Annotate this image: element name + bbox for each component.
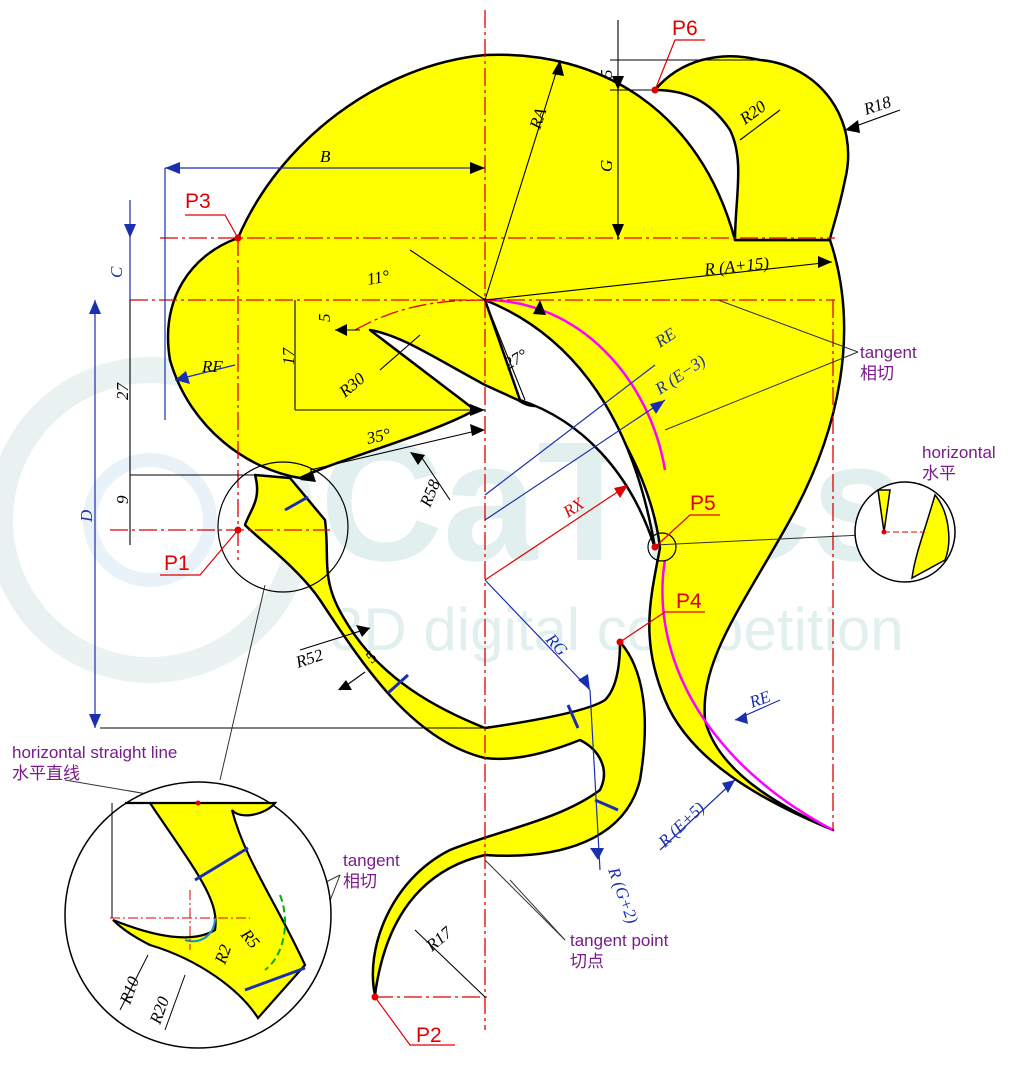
- arc-re-top: [484, 298, 667, 471]
- arrowheads: [300, 60, 860, 690]
- note-tangent2-en: tangent: [343, 851, 400, 870]
- label-p2: P2: [416, 1024, 442, 1047]
- detail-circle-p5: [647, 532, 677, 562]
- note-horizontal-cn: 水平: [922, 464, 956, 483]
- dim-27: 27: [113, 382, 132, 401]
- arrowheads-red: [614, 485, 628, 498]
- zoom-circle-right: [854, 481, 956, 583]
- dim-re-bottom: RE: [746, 687, 774, 713]
- note-hline-cn: 水平直线: [12, 764, 80, 783]
- zoom-circle-left: [64, 781, 332, 1049]
- note-tangent-point-cn: 切点: [570, 952, 604, 971]
- note-tangent-point-en: tangent point: [570, 931, 669, 950]
- dim-angle-35: 35°: [364, 424, 392, 448]
- dim-17: 17: [279, 347, 298, 366]
- dim-5-left: 5: [315, 314, 334, 323]
- dimension-lines-black: [100, 20, 901, 998]
- label-p4: P4: [676, 590, 702, 613]
- dimension-lines-red: [484, 484, 629, 581]
- point-leaders: [160, 39, 720, 1046]
- dim-5-top: 5: [597, 70, 616, 79]
- label-p3: P3: [185, 190, 211, 213]
- arc-re-bottom: [661, 559, 834, 832]
- dim-r17: R17: [422, 922, 457, 956]
- strand-shape: [243, 473, 647, 997]
- dim-g: G: [597, 160, 616, 172]
- note-horizontal-en: horizontal: [922, 443, 996, 462]
- dim-rf: RF: [201, 357, 223, 376]
- dim-b: B: [320, 147, 331, 166]
- dim-rg2: R (G+2): [604, 864, 642, 926]
- dim-9: 9: [113, 495, 132, 504]
- label-p6: P6: [672, 17, 698, 40]
- label-p1: P1: [164, 552, 190, 575]
- watermark-target-icon: [83, 453, 217, 587]
- magenta-arcs: [484, 298, 834, 832]
- dim-angle-11: 11°: [365, 266, 391, 289]
- note-tangent2-cn: 相切: [343, 872, 377, 891]
- callout-leaders: [64, 299, 863, 966]
- note-hline-en: horizontal straight line: [12, 743, 177, 762]
- head-shape: [166, 53, 846, 832]
- dimension-lines-blue: [94, 167, 781, 871]
- dim-c: C: [107, 266, 126, 278]
- dim-re-e5: R (E+5): [654, 798, 709, 852]
- dim-r52: R52: [292, 645, 325, 672]
- label-p5: P5: [690, 492, 716, 515]
- profile-shapes: [166, 53, 850, 997]
- note-tangent-en: tangent: [860, 343, 917, 362]
- dim-d: D: [77, 509, 96, 523]
- note-tangent-cn: 相切: [860, 364, 894, 383]
- dim-r18: R18: [860, 92, 893, 119]
- centerlines: [110, 10, 835, 1030]
- arrowheads-blue: [89, 162, 748, 860]
- watermark-subtitle: 3D digital competition: [330, 596, 904, 663]
- band-markers: [284, 495, 619, 812]
- detail-circle-p1: [217, 461, 349, 593]
- bun-shape: [653, 55, 850, 242]
